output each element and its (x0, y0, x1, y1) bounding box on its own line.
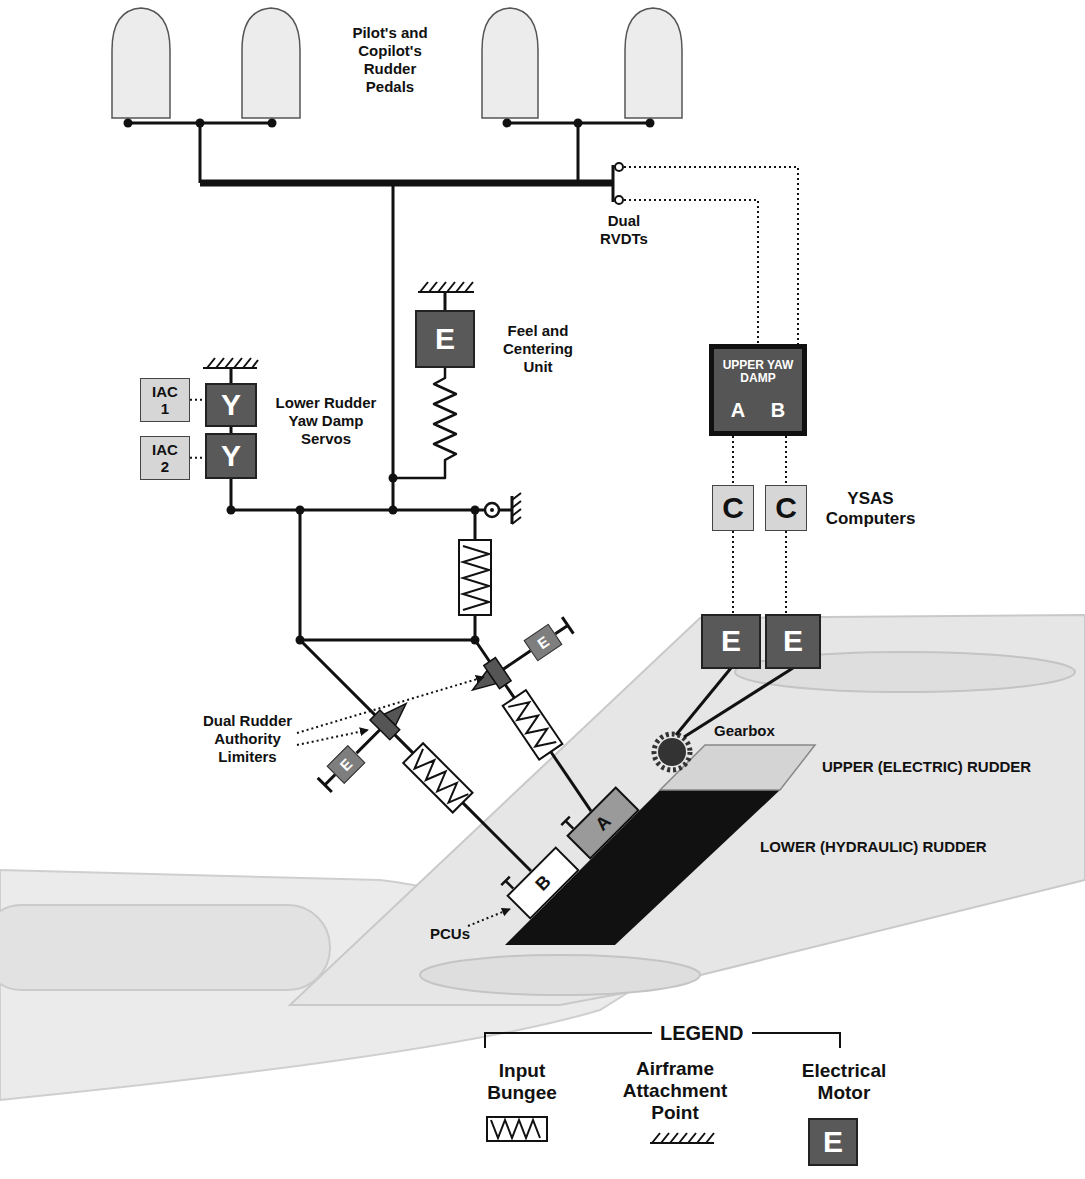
node-text: A (592, 812, 614, 834)
rvdt-symbol (615, 163, 623, 204)
legend-item: Airframe Attachment Point (612, 1058, 738, 1124)
lower-rudder (505, 790, 780, 945)
motor-symbol: E (808, 1118, 858, 1166)
legend-item: Electrical Motor (790, 1060, 898, 1104)
part-label: UPPER (ELECTRIC) RUDDER (822, 758, 1062, 776)
upper-limiter-chain (450, 592, 661, 828)
component-label: Feel and Centering Unit (488, 322, 588, 376)
text-row: AB (718, 399, 798, 421)
signal-connector (785, 436, 787, 485)
computer-box: IAC 2 (140, 436, 190, 481)
node-text: E (435, 324, 455, 354)
leader-line (297, 677, 510, 926)
component-label: PCUs (430, 925, 480, 943)
control-panel: UPPER YAW DAMPAB (709, 344, 807, 436)
component-label: YSAS Computers (818, 489, 923, 530)
component-label: Pilot's and Copilot's Rudder Pedals (340, 24, 440, 96)
pcu-box: B (506, 846, 580, 920)
node-text: B (532, 872, 554, 894)
node-subtext: A (731, 399, 745, 421)
pcu-box: A (566, 786, 640, 860)
node-text: Y (221, 390, 241, 420)
linkage (128, 123, 650, 640)
legend-label: Airframe Attachment Point (623, 1058, 728, 1123)
node-text: UPPER YAW DAMP (718, 359, 798, 385)
servo-box: Y (205, 383, 257, 427)
aircraft-tail (0, 615, 1085, 1100)
legend-label: Electrical Motor (802, 1060, 887, 1103)
part-label: LOWER (HYDRAULIC) RUDDER (760, 838, 1000, 856)
servo-box: Y (205, 433, 257, 479)
rudder-pedals (112, 8, 682, 118)
computer-box: C (765, 485, 807, 531)
motor-box: E (415, 310, 475, 368)
node-text: E (535, 633, 552, 651)
pivot-symbol (485, 503, 499, 517)
motor-box: E (765, 614, 821, 669)
legend-attachment-sample (650, 1133, 714, 1143)
node-text: E (721, 626, 741, 656)
node-subtext: B (771, 399, 785, 421)
joint-dots (124, 119, 655, 645)
gearbox-symbol (654, 734, 690, 770)
node-text: C (722, 493, 744, 523)
signal-connector (785, 531, 787, 614)
computer-box: C (712, 485, 754, 531)
signal-wire (624, 167, 798, 344)
node-text: E (783, 626, 803, 656)
signal-connector (190, 457, 205, 459)
signal-connector (190, 399, 205, 401)
node-text: Y (221, 441, 241, 471)
component-label: Dual RVDTs (588, 212, 660, 248)
limiter-motor: E (524, 623, 563, 661)
legend-item: Input Bungee (478, 1060, 566, 1104)
motor-box: E (701, 614, 761, 669)
legend-bungee-sample (487, 1117, 547, 1141)
input-bungee (459, 540, 491, 615)
signal-connector (732, 436, 734, 485)
node-text: IAC 1 (152, 383, 178, 418)
component-label: Dual Rudder Authority Limiters (200, 712, 295, 766)
signal-connector (732, 531, 734, 614)
component-label: Lower Rudder Yaw Damp Servos (265, 394, 387, 448)
node-text: C (775, 493, 797, 523)
computer-box: IAC 1 (140, 378, 190, 423)
legend-title: LEGEND (660, 1021, 755, 1045)
limiter-motor: E (327, 745, 366, 784)
node-text: IAC 2 (152, 441, 178, 476)
airframe-attachment-point (203, 282, 521, 524)
component-label: Gearbox (714, 722, 794, 740)
node-text: E (337, 755, 355, 773)
lower-limiter-chain (240, 619, 553, 932)
legend-label: Input Bungee (487, 1060, 557, 1103)
